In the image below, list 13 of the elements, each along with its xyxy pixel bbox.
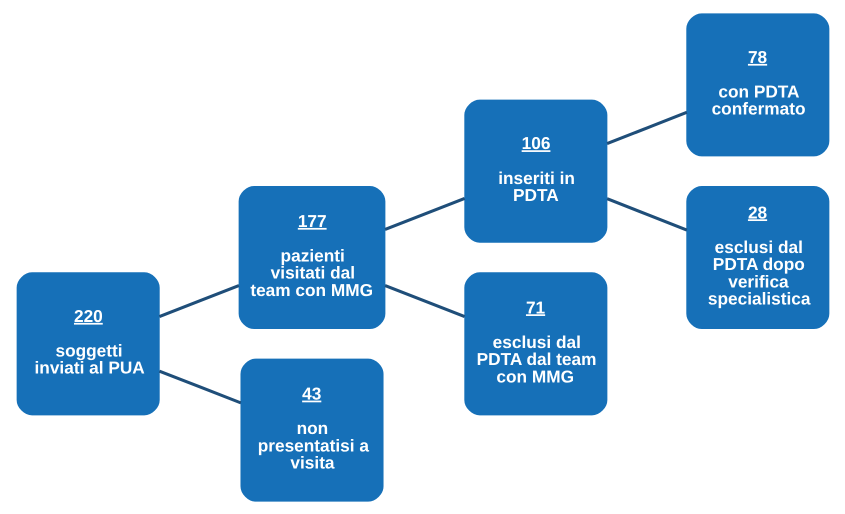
node-box: 43 non presentatisi a visita xyxy=(240,358,384,502)
node-box: 78 con PDTA confermato xyxy=(686,12,829,156)
node-box: 220 soggetti inviati al PUA xyxy=(16,272,160,415)
node-box: 177 pazienti visitati dal team con MMG xyxy=(238,185,385,329)
node-box: 28 esclusi dal PDTA dopo verifica specialistica xyxy=(686,185,829,329)
connector xyxy=(158,369,241,404)
node-box: 106 inseriti in PDTA xyxy=(464,99,607,242)
connector xyxy=(384,284,465,318)
connector xyxy=(606,196,687,231)
node-box: 71 esclusi dal PDTA dal team con MMG xyxy=(464,272,607,415)
connector xyxy=(606,110,687,145)
connector xyxy=(384,196,465,230)
connector xyxy=(158,284,239,318)
